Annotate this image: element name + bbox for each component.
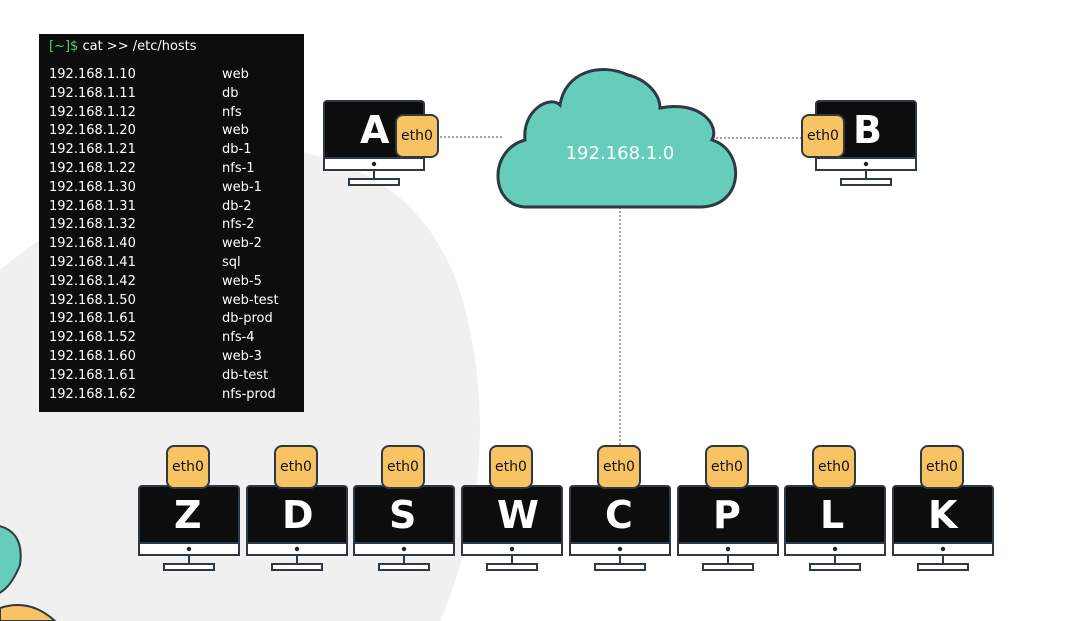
host-name: web-test [222,292,279,308]
host-ip: 192.168.1.50 [49,292,136,308]
computer-label: C [605,493,633,537]
hosts-entry: 192.168.1.20 web [49,122,299,141]
host-name: web [222,67,249,82]
eth0-interface-badge: eth0 [274,445,318,489]
host-ip: 192.168.1.22 [49,160,136,176]
computer-label: Z [174,493,202,537]
hosts-entry: 192.168.1.52 nfs-4 [49,329,299,348]
computer-label: K [928,493,958,537]
eth0-interface-badge: eth0 [489,445,533,489]
eth0-interface-badge: eth0 [381,445,425,489]
hosts-entry: 192.168.1.10 web [49,66,299,85]
host-name: nfs [222,104,242,120]
monitor-icon [892,485,994,571]
computer-label: D [282,493,314,537]
host-ip: 192.168.1.60 [49,348,136,364]
hosts-entry: 192.168.1.32 nfs-2 [49,216,299,235]
host-ip: 192.168.1.20 [49,123,136,139]
monitor-icon [353,485,455,571]
hosts-entry: 192.168.1.31 db-2 [49,198,299,217]
host-name: web-1 [222,179,262,195]
computer-label: B [853,108,882,152]
hosts-entry: 192.168.1.50 web-test [49,292,299,311]
hosts-entry: 192.168.1.21 db-1 [49,141,299,160]
host-name: nfs-2 [222,217,255,233]
hosts-entry: 192.168.1.61 db-prod [49,310,299,329]
host-ip: 192.168.1.12 [49,104,136,120]
host-name: db-2 [222,198,252,214]
computer-z: Z [138,485,242,580]
hosts-entry: 192.168.1.60 web-3 [49,348,299,367]
monitor-icon [138,485,240,571]
host-ip: 192.168.1.31 [49,198,136,214]
computer-label: S [389,493,417,537]
network-label: 192.168.1.0 [565,143,675,164]
terminal-prompt: [~]$ [49,39,79,54]
hosts-entry: 192.168.1.12 nfs [49,104,299,123]
computer-label: A [360,108,390,152]
host-name: nfs-1 [222,160,255,176]
hosts-entry: 192.168.1.22 nfs-1 [49,160,299,179]
host-ip: 192.168.1.21 [49,142,136,158]
host-name: db-1 [222,142,252,158]
computer-c: C [569,485,673,580]
host-ip: 192.168.1.41 [49,254,136,270]
host-name: sql [222,254,241,270]
computer-d: D [246,485,350,580]
host-ip: 192.168.1.62 [49,386,136,402]
host-ip: 192.168.1.30 [49,179,136,195]
monitor-icon [461,485,563,571]
eth0-interface-badge: eth0 [395,114,439,158]
monitor-icon [246,485,348,571]
hosts-entry: 192.168.1.61 db-test [49,367,299,386]
hosts-entry: 192.168.1.30 web-1 [49,179,299,198]
host-name: web [222,123,249,139]
monitor-icon [569,485,671,571]
decorative-yellow-leaf [0,604,57,621]
terminal-command: cat >> /etc/hosts [82,39,197,54]
eth0-interface-badge: eth0 [705,445,749,489]
network-cloud [496,67,737,209]
host-name: nfs-prod [222,386,276,402]
eth0-interface-badge: eth0 [801,114,845,158]
eth0-interface-badge: eth0 [812,445,856,489]
host-ip: 192.168.1.40 [49,236,136,252]
decorative-teal-leaf [0,525,22,594]
host-name: nfs-4 [222,330,255,346]
host-name: web-2 [222,236,262,252]
computer-label: P [713,493,741,537]
eth0-interface-badge: eth0 [166,445,210,489]
host-ip: 192.168.1.32 [49,217,136,233]
monitor-icon [677,485,779,571]
hosts-entry: 192.168.1.62 nfs-prod [49,386,299,405]
computer-w: W [461,485,565,580]
computer-label: W [497,493,539,537]
computer-l: L [784,485,888,580]
host-name: db [222,85,239,101]
host-ip: 192.168.1.61 [49,311,136,327]
hosts-entry: 192.168.1.41 sql [49,254,299,273]
monitor-icon [784,485,886,571]
hosts-entry: 192.168.1.42 web-5 [49,273,299,292]
computer-k: K [892,485,996,580]
eth0-interface-badge: eth0 [920,445,964,489]
host-ip: 192.168.1.52 [49,330,136,346]
host-ip: 192.168.1.61 [49,367,136,383]
host-ip: 192.168.1.42 [49,273,136,289]
computer-s: S [353,485,457,580]
hosts-entry: 192.168.1.40 web-2 [49,235,299,254]
computer-label: L [820,493,845,537]
eth0-interface-badge: eth0 [597,445,641,489]
host-name: db-prod [222,311,273,327]
host-name: db-test [222,367,269,383]
host-name: web-5 [222,273,262,289]
host-ip: 192.168.1.11 [49,85,136,101]
host-ip: 192.168.1.10 [49,67,136,82]
hosts-entry: 192.168.1.11 db [49,85,299,104]
terminal-command-line: [~]$ cat >> /etc/hosts [49,39,197,54]
computer-p: P [677,485,781,580]
host-name: web-3 [222,348,262,364]
